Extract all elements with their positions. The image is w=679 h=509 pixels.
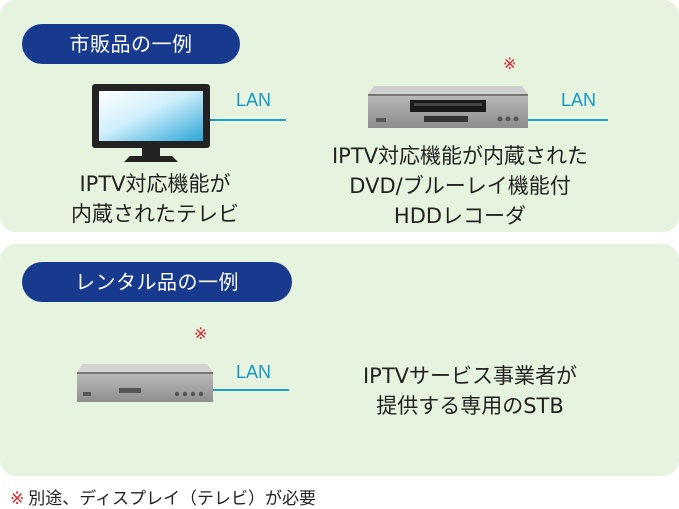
stb-icon bbox=[77, 364, 213, 402]
tv-lan-label: LAN bbox=[236, 90, 272, 110]
rental-title: レンタル品の一例 bbox=[22, 262, 292, 302]
footnote-text: 別途、ディスプレイ（テレビ）が必要 bbox=[28, 489, 317, 509]
footnote: ※別途、ディスプレイ（テレビ）が必要 bbox=[10, 484, 316, 509]
stb-caption: IPTVサービス事業者が 提供する専用のSTB bbox=[320, 361, 620, 421]
stb-lan-line bbox=[213, 389, 289, 391]
tv-caption-line: IPTV対応機能が bbox=[79, 172, 231, 196]
stb-caption-line: 提供する専用のSTB bbox=[376, 394, 564, 418]
tv-caption-line: 内蔵されたテレビ bbox=[71, 202, 239, 226]
recorder-caption-line: DVD/ブルーレイ機能付 bbox=[349, 174, 571, 198]
footnote-mark: ※ bbox=[10, 489, 25, 509]
recorder-lan-label: LAN bbox=[561, 90, 597, 110]
tv-caption: IPTV対応機能が 内蔵されたテレビ bbox=[40, 169, 270, 229]
tv-lan-line bbox=[210, 119, 286, 121]
stb-lan-label: LAN bbox=[236, 362, 272, 382]
commercial-title: 市販品の一例 bbox=[22, 24, 240, 64]
recorder-caption-line: HDDレコーダ bbox=[393, 204, 527, 228]
recorder-icon bbox=[368, 86, 528, 128]
rental-panel: レンタル品の一例 bbox=[0, 244, 679, 476]
stb-caption-line: IPTVサービス事業者が bbox=[362, 364, 578, 388]
tv-icon bbox=[92, 84, 210, 162]
recorder-lan-line bbox=[528, 119, 608, 121]
recorder-caption: IPTV対応機能が内蔵された DVD/ブルーレイ機能付 HDDレコーダ bbox=[300, 141, 620, 231]
recorder-note-mark: ※ bbox=[503, 54, 517, 73]
stb-note-mark: ※ bbox=[194, 324, 208, 343]
recorder-caption-line: IPTV対応機能が内蔵された bbox=[331, 144, 589, 168]
